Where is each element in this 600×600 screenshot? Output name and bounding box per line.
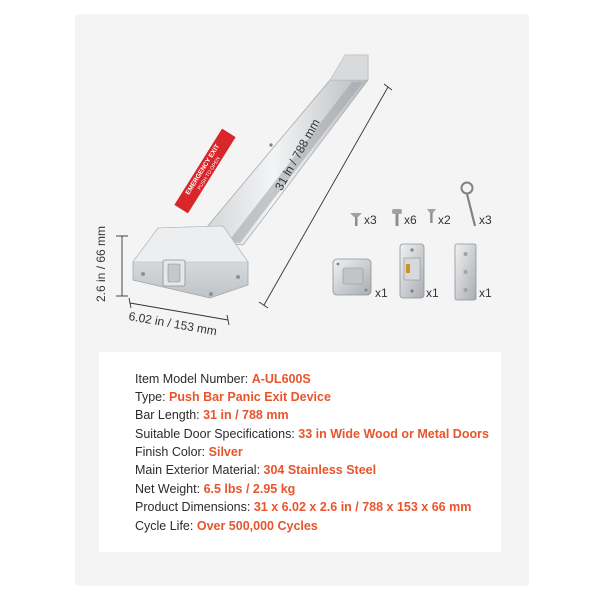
height-dimension-label: 2.6 in / 66 mm <box>94 225 108 302</box>
spec-exterior-material: Main Exterior Material: 304 Stainless St… <box>135 463 377 477</box>
eye-hook-icon <box>460 181 477 227</box>
strike-housing-icon <box>332 258 372 296</box>
spec-bar-length: Bar Length: 31 in / 788 mm <box>135 408 289 422</box>
latch-plate-icon <box>399 243 425 299</box>
qty-pan-head-screw: x6 <box>404 213 417 227</box>
flat-head-screw-icon <box>350 213 362 226</box>
small-screw-icon <box>427 209 436 223</box>
specifications-panel: Item Model Number: A-UL600S Type: Push B… <box>99 352 501 552</box>
qty-mounting-plate: x1 <box>479 286 492 300</box>
spec-net-weight: Net Weight: 6.5 lbs / 2.95 kg <box>135 482 296 496</box>
base-housing <box>132 225 249 299</box>
dimension-lines <box>116 83 393 326</box>
qty-eye-hook: x3 <box>479 213 492 227</box>
qty-strike-housing: x1 <box>375 286 388 300</box>
qty-latch-plate: x1 <box>426 286 439 300</box>
emergency-exit-label: EMERGENCY EXIT PUSH TO OPEN <box>174 128 236 214</box>
mounting-plate-icon <box>454 243 477 301</box>
qty-small-screw: x2 <box>438 213 451 227</box>
spec-product-dimensions: Product Dimensions: 31 x 6.02 x 2.6 in /… <box>135 500 472 514</box>
spec-cycle-life: Cycle Life: Over 500,000 Cycles <box>135 519 318 533</box>
spec-door-specifications: Suitable Door Specifications: 33 in Wide… <box>135 427 489 441</box>
pan-head-screw-icon <box>392 209 402 226</box>
push-bar <box>195 54 369 246</box>
spec-finish-color: Finish Color: Silver <box>135 445 243 459</box>
qty-flat-head-screw: x3 <box>364 213 377 227</box>
spec-model-number: Item Model Number: A-UL600S <box>135 372 311 386</box>
spec-type: Type: Push Bar Panic Exit Device <box>135 390 331 404</box>
